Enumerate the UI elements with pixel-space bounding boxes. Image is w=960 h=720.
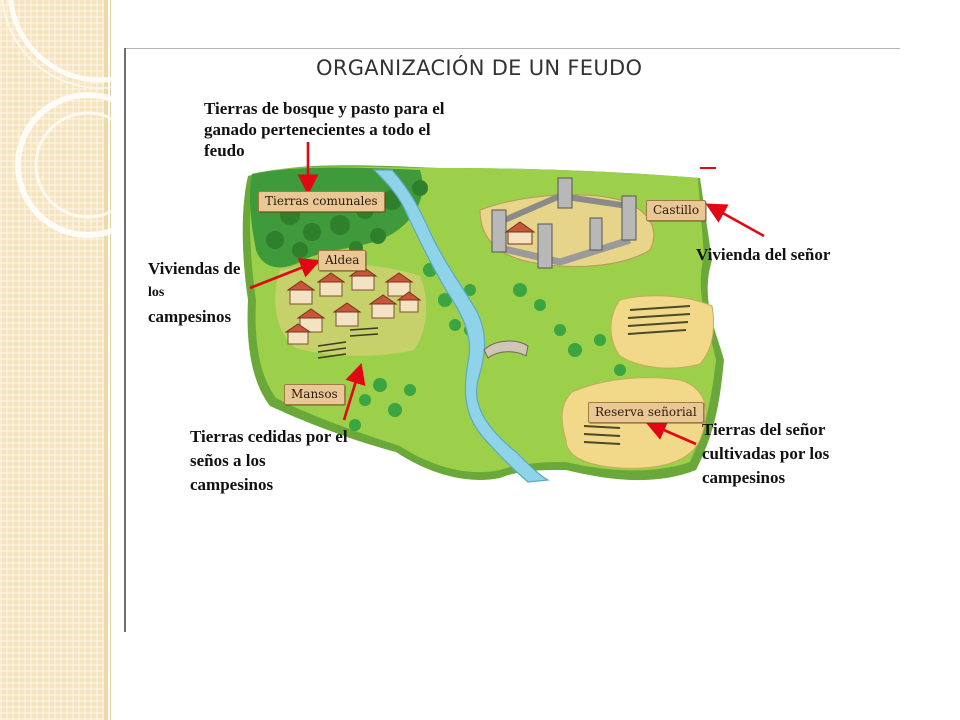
annotation-vivienda-senor: Vivienda del señor	[696, 244, 830, 265]
decorative-strip-line	[110, 0, 111, 720]
annotation-line: seños a los	[190, 451, 266, 470]
annotation-line: ganado pertenecientes a todo el	[204, 120, 431, 139]
map-label-tierras-comunales: Tierras comunales	[258, 191, 385, 212]
annotation-line: campesinos	[148, 307, 232, 326]
map-crop-rows	[583, 305, 691, 445]
map-label-reserva-senorial: Reserva señorial	[588, 402, 704, 423]
annotation-line: Tierras del señor	[702, 420, 826, 439]
decorative-left-strip	[0, 0, 104, 720]
arrow-aldea	[249, 258, 321, 290]
decorative-circles	[1, 0, 199, 238]
decorative-strip-edge	[104, 0, 108, 720]
annotation-viviendas-campesinos: Viviendas de los campesinos	[148, 257, 240, 329]
annotation-line: campesinos	[190, 475, 274, 494]
map-river	[372, 169, 551, 483]
map-manso-plots	[317, 327, 379, 359]
map-castle	[491, 177, 637, 269]
arrow-reserva	[645, 420, 697, 446]
annotation-reserva-senorial: Tierras del señor cultivadas por los cam…	[702, 418, 829, 490]
annotation-line: Viviendas de	[148, 259, 241, 278]
map-label-aldea: Aldea	[318, 250, 367, 271]
annotation-line: Vivienda del señor	[696, 245, 831, 264]
page-title: ORGANIZACIÓN DE UN FEUDO	[316, 56, 643, 80]
annotation-line: Tierras cedidas por el	[190, 427, 348, 446]
annotation-line: cultivadas por los	[702, 444, 830, 463]
annotation-arrows	[249, 142, 765, 446]
annotation-line: feudo	[204, 141, 245, 160]
arrow-castillo	[705, 203, 765, 238]
annotation-line: Tierras de bosque y pasto para el	[204, 99, 445, 118]
content-frame-top	[124, 48, 900, 49]
annotation-line: los	[148, 285, 165, 300]
map-label-castillo: Castillo	[646, 200, 707, 221]
map-village-houses	[284, 266, 422, 345]
map-bridge	[483, 340, 529, 359]
annotation-tierras-comunales: Tierras de bosque y pasto para el ganado…	[204, 98, 445, 161]
annotation-mansos: Tierras cedidas por el seños a los campe…	[190, 425, 348, 497]
map-label-mansos: Mansos	[284, 384, 345, 405]
content-frame-left	[124, 48, 126, 632]
map-trees	[261, 180, 428, 258]
arrow-mansos	[342, 363, 366, 421]
annotation-line: campesinos	[702, 468, 786, 487]
